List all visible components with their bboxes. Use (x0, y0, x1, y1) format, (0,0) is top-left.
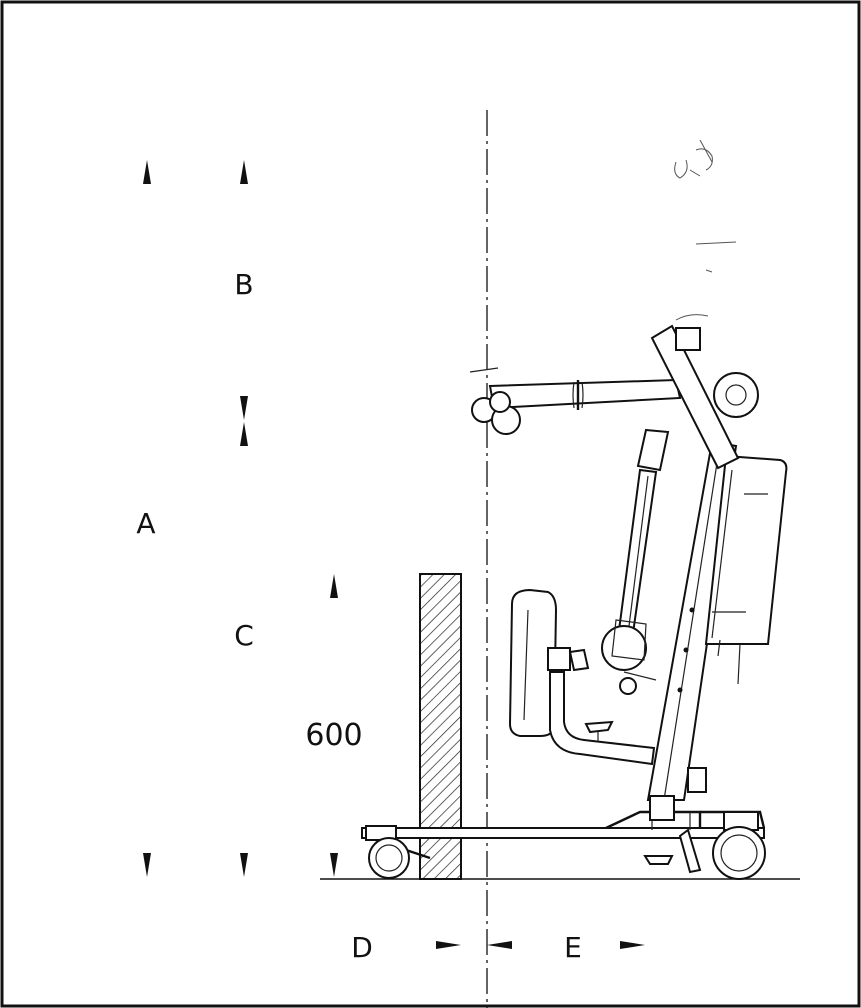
arrow-d-right (436, 941, 461, 949)
arrow-a-top (143, 160, 151, 184)
label-b: B (234, 268, 253, 301)
label-d: D (351, 931, 373, 964)
label-c: C (234, 619, 254, 652)
foot-support (549, 671, 656, 766)
arrow-b-top (240, 160, 248, 184)
lift-boom (488, 378, 682, 410)
dimension-arrows (143, 160, 645, 949)
arrow-600-bottom (330, 853, 338, 877)
arrow-a-bottom (143, 853, 151, 877)
arrow-e-left (487, 941, 512, 949)
arrow-600-top (330, 574, 338, 598)
label-a: A (136, 507, 155, 540)
arrow-b-bottom (240, 396, 248, 420)
lift-mast (646, 440, 738, 821)
patient-lift (361, 139, 788, 880)
spreader-hook (469, 367, 521, 435)
battery-box (704, 454, 788, 685)
brace (623, 671, 657, 681)
label-600: 600 (305, 718, 362, 753)
arrow-e-right (620, 941, 645, 949)
pivot-arm (650, 324, 759, 470)
brake-pedal (643, 828, 702, 874)
front-wheel (365, 825, 410, 879)
label-e: E (564, 931, 582, 964)
arrow-c-bottom (240, 853, 248, 877)
arrow-c-top (240, 422, 248, 446)
lift-actuator (601, 428, 670, 695)
rear-wheel (712, 811, 766, 880)
sketch-marks (674, 139, 737, 321)
